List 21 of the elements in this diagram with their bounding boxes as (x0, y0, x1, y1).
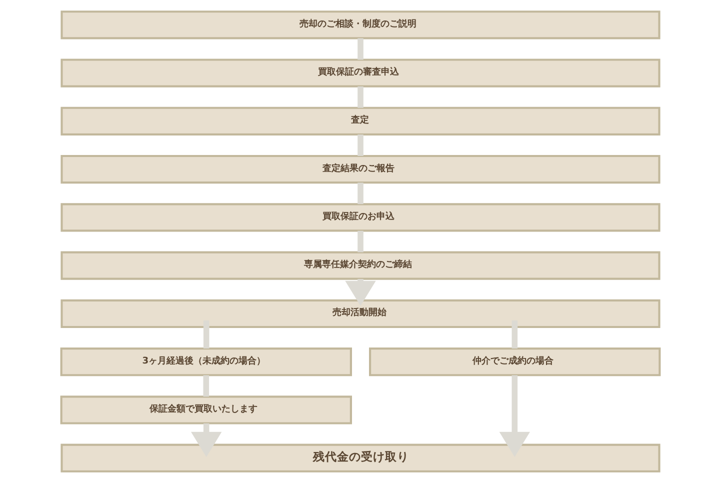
node-box: 査定結果のご報告 (60, 154, 660, 184)
node-box: 仲介でご成約の場合 (368, 348, 660, 376)
node-box: 売却活動開始 (60, 299, 660, 328)
node-box: 査定 (60, 106, 660, 136)
connector (202, 320, 209, 348)
connector (357, 86, 363, 108)
arrow (190, 423, 222, 457)
connector (202, 375, 209, 397)
node-box: 買取保証のお申込 (60, 203, 660, 232)
node-box: 3ヶ月経過後（未成約の場合） (60, 348, 352, 376)
connector (357, 134, 363, 156)
node-box: 専属専任媒介契約のご締結 (60, 251, 660, 280)
connector (357, 230, 363, 252)
node-box: 保証金額で買取いたします (60, 396, 352, 424)
connector (511, 320, 518, 348)
node-box: 買取保証の審査申込 (60, 58, 660, 88)
arrow (498, 375, 530, 457)
connector (357, 182, 363, 204)
connector (357, 38, 363, 60)
node-box: 売却のご相談・制度のご説明 (60, 10, 660, 40)
node-box: 残代金の受け取り (60, 444, 660, 472)
